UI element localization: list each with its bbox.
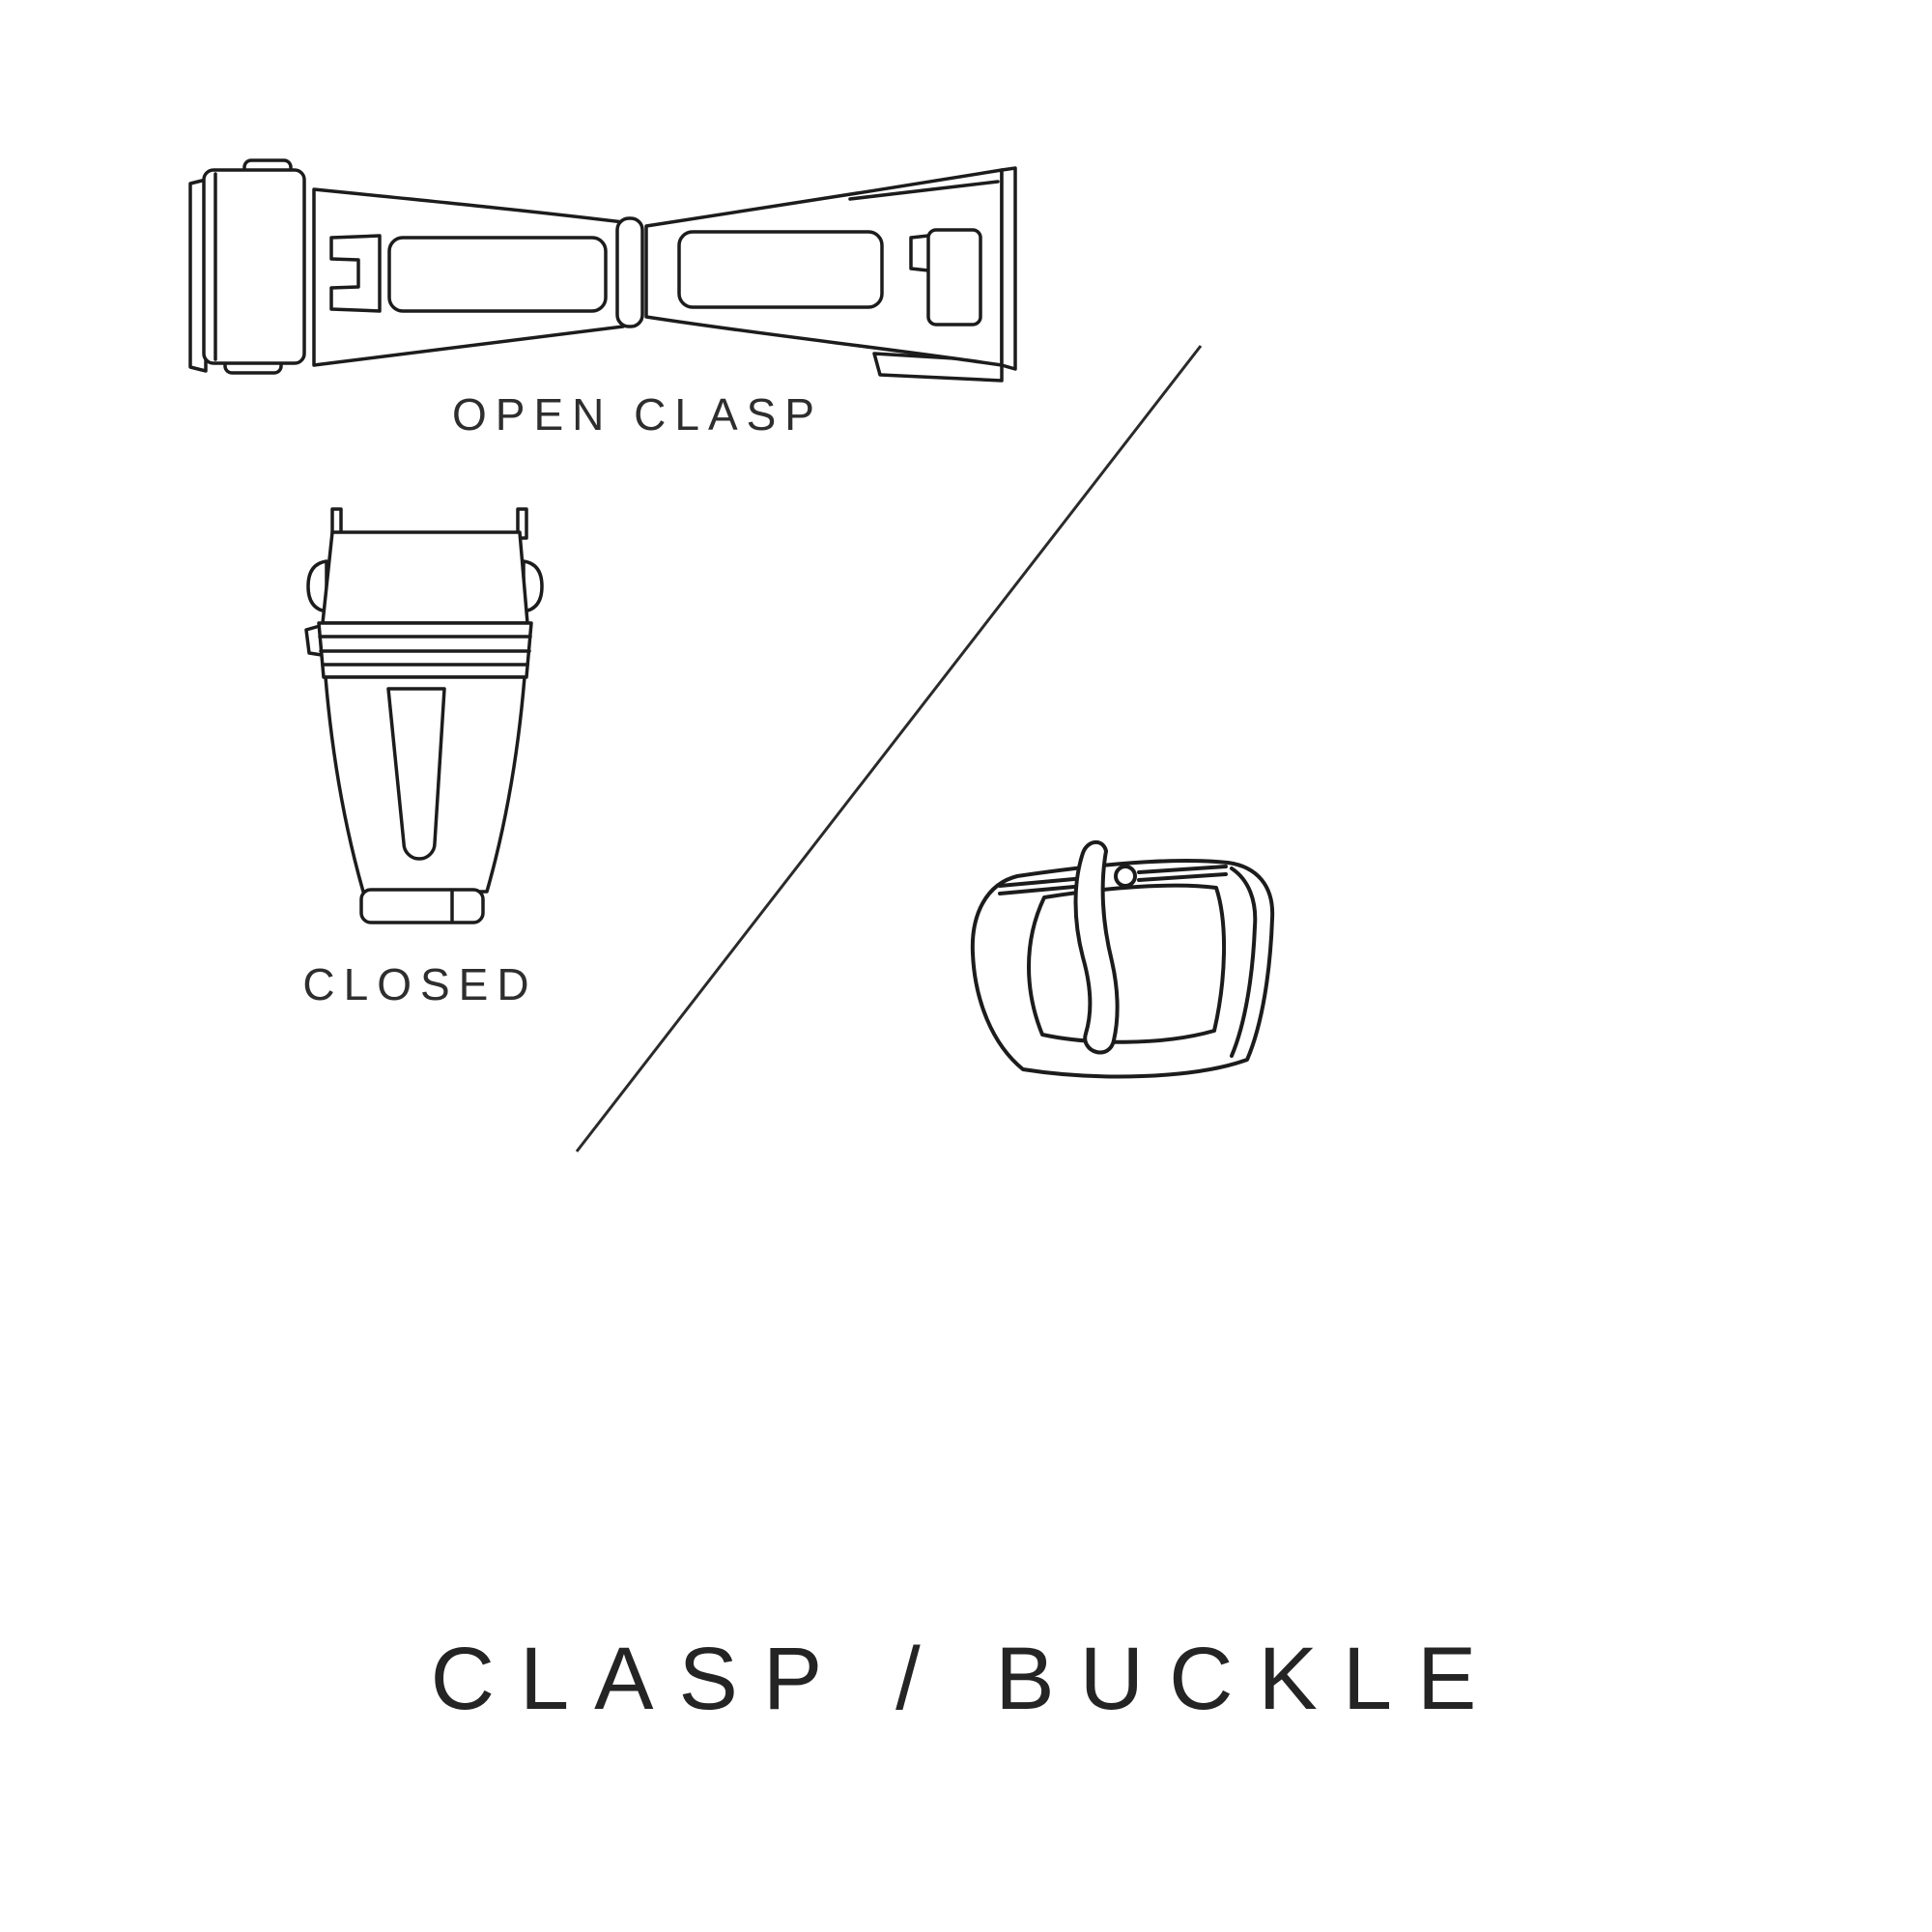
open-clasp-illustration [188, 158, 1017, 383]
open-clasp-figure [169, 143, 1019, 394]
page-title: CLASP / BUCKLE [430, 1630, 1502, 1728]
pin-buckle-figure [942, 826, 1290, 1116]
open-clasp-label: OPEN CLASP [452, 389, 823, 440]
diagonal-divider-line [575, 345, 1203, 1152]
closed-clasp-illustration [304, 507, 544, 924]
closed-clasp-figure [290, 497, 560, 952]
closed-clasp-label: CLOSED [302, 959, 538, 1009]
pin-buckle-illustration [970, 839, 1275, 1079]
